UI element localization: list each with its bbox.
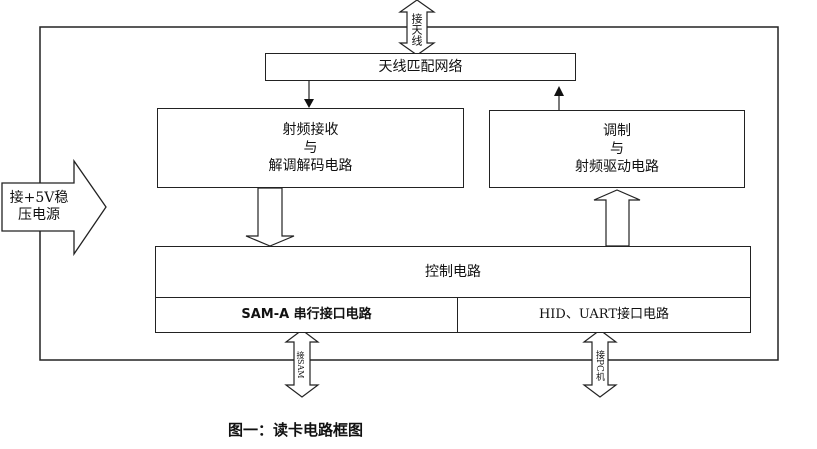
control-block: 控制电路 [155,246,751,298]
antenna-match-label: 天线匹配网络 [378,59,463,75]
tx-block-line-2: 与 [610,141,624,157]
rx-block-line-3: 解调解码电路 [268,158,353,174]
antenna-match-block: 天线匹配网络 [265,53,576,81]
rx-block-line-2: 与 [303,140,318,156]
figure-caption: 图一：读卡电路框图 [228,421,364,439]
hid-uart-interface-block: HID、UART接口电路 [457,297,751,333]
pc-double-arrow [582,329,618,398]
hid-uart-interface-label: HID、UART接口电路 [538,307,670,322]
sam-interface-block: SAM-A 串行接口电路 [155,297,458,333]
rx-block-line-1: 射频接收 [282,122,339,138]
power-input-arrow [1,158,107,257]
tx-block-line-1: 调制 [603,123,631,139]
rx-demod-block: 射频接收 与 解调解码电路 [157,108,464,188]
power-label: 接+5V稳 压电源 [4,190,74,224]
rx-to-control-arrow [245,187,295,247]
antenna-label: 接天线 [410,12,423,46]
power-label-line-2: 压电源 [18,207,60,223]
power-label-line-1: 接+5V稳 [9,190,69,206]
match-to-rx-arrowhead [304,99,314,108]
tx-to-match-arrowhead [554,86,564,96]
tx-modulation-block: 调制 与 射频驱动电路 [489,110,745,188]
control-label: 控制电路 [425,264,481,280]
sam-interface-label: SAM-A 串行接口电路 [241,307,372,322]
pc-label: 接PC机 [594,349,604,381]
sam-double-arrow [284,329,320,398]
control-to-tx-arrow [593,189,641,247]
tx-block-line-3: 射频驱动电路 [575,159,659,175]
sam-label: 接SAM [296,351,305,379]
